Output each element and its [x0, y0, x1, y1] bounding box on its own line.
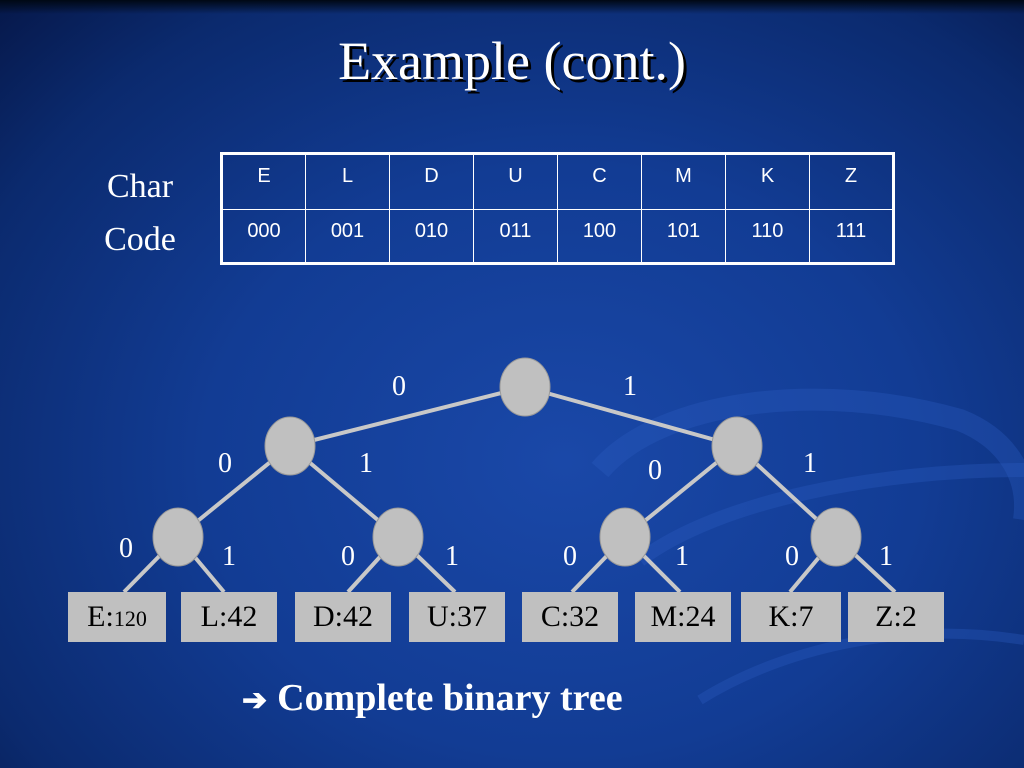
- tree-node-root: [499, 357, 551, 417]
- leaf-node-c: C:32: [522, 592, 618, 642]
- leaf-node-l: L:42: [181, 592, 277, 642]
- edge-label: 0: [341, 541, 355, 572]
- table-row-codes: 000 001 010 011 100 101 110 111: [221, 209, 894, 264]
- edge-label: 0: [392, 371, 406, 402]
- conclusion: ➔ Complete binary tree: [242, 676, 623, 720]
- leaf-node-m: M:24: [635, 592, 731, 642]
- row-label-char: Char: [106, 168, 174, 205]
- edge-label: 0: [563, 541, 577, 572]
- code-table: E L D U C M K Z 000 001 010 011 100 101 …: [220, 152, 895, 265]
- leaf-node-z: Z:2: [848, 592, 944, 642]
- tree-edge: [289, 385, 526, 448]
- code-cell: 111: [809, 209, 894, 264]
- table-row-chars: E L D U C M K Z: [221, 153, 894, 210]
- edge-label: 1: [222, 541, 236, 572]
- table-row-labels: Char Code: [80, 160, 200, 266]
- code-cell: 000: [221, 209, 306, 264]
- char-cell: E: [221, 153, 306, 210]
- char-cell: M: [641, 153, 726, 210]
- edge-label: 1: [623, 371, 637, 402]
- leaf-node-u: U:37: [409, 592, 505, 642]
- edge-label: 1: [675, 541, 689, 572]
- edge-label: 0: [218, 448, 232, 479]
- tree-node: [372, 507, 424, 567]
- leaf-char: E:: [87, 600, 114, 633]
- edge-label: 0: [648, 455, 662, 486]
- code-cell: 011: [473, 209, 558, 264]
- edge-labels: 0 1 0 1 0 1 0 1 0 1 0 1 0 1: [119, 371, 893, 572]
- code-cell: 101: [641, 209, 726, 264]
- tree-node: [599, 507, 651, 567]
- edge-label: 1: [445, 541, 459, 572]
- conclusion-text: Complete binary tree: [277, 677, 623, 719]
- tree-node: [264, 416, 316, 476]
- char-cell: Z: [809, 153, 894, 210]
- leaf-count: 120: [113, 606, 147, 631]
- tree-edge: [524, 385, 738, 448]
- char-cell: C: [557, 153, 642, 210]
- tree-nodes: [152, 357, 862, 567]
- tree-node: [810, 507, 862, 567]
- tree-edges: [122, 385, 897, 594]
- edge-label: 1: [803, 448, 817, 479]
- right-arrow-icon: ➔: [242, 684, 268, 717]
- leaf-node-e: E:120: [68, 592, 166, 642]
- edge-label: 1: [359, 448, 373, 479]
- top-shadow-band: [0, 0, 1024, 14]
- edge-label: 0: [119, 533, 133, 564]
- row-label-code: Code: [104, 221, 176, 258]
- tree-node: [711, 416, 763, 476]
- tree-node: [152, 507, 204, 567]
- leaf-node-k: K:7: [741, 592, 841, 642]
- slide-title: Example (cont.): [338, 31, 686, 91]
- code-cell: 100: [557, 209, 642, 264]
- edge-label: 0: [785, 541, 799, 572]
- edge-label: 1: [879, 541, 893, 572]
- leaf-node-d: D:42: [295, 592, 391, 642]
- code-cell: 010: [389, 209, 474, 264]
